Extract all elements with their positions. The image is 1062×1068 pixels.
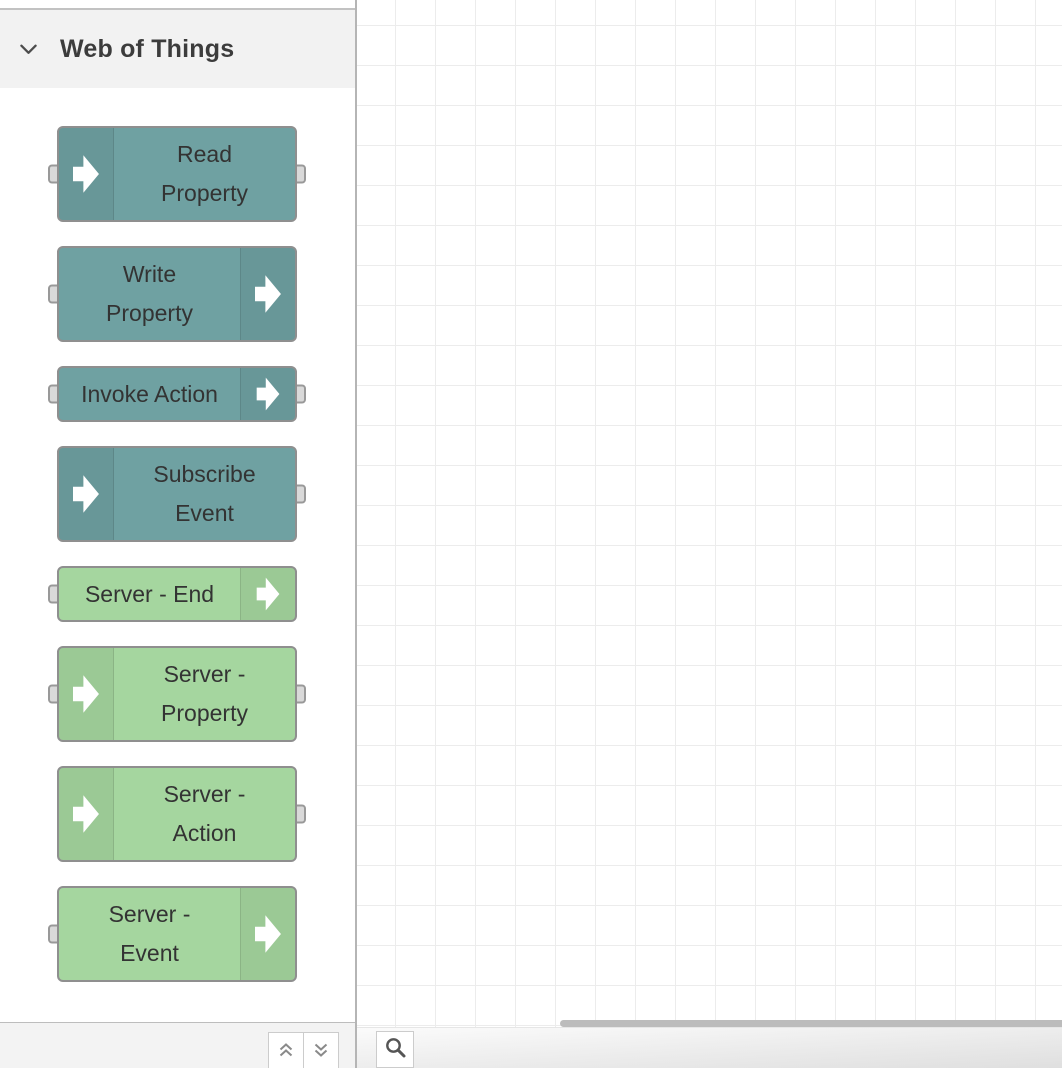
node-icon-area — [59, 128, 114, 220]
node-label-line: Server - — [163, 661, 246, 687]
node-label-line: Event — [175, 500, 234, 526]
palette-node-server-end[interactable]: Server - End — [48, 566, 297, 622]
node-label-line: Server - — [163, 781, 246, 807]
node-label-line: Server - — [108, 901, 191, 927]
arrow-right-icon — [72, 675, 99, 713]
palette-node-server-property[interactable]: Server - Property — [48, 646, 306, 742]
arrow-right-icon — [72, 155, 99, 193]
expand-all-button[interactable] — [303, 1032, 339, 1068]
palette-footer — [0, 1022, 355, 1068]
magnifier-icon — [384, 1036, 407, 1064]
node-label-line: Property — [161, 180, 248, 206]
node-icon-area — [240, 368, 295, 420]
node-body: Server - End — [57, 566, 297, 622]
chevron-down-icon — [20, 44, 37, 55]
palette-node-server-event[interactable]: Server - Event — [48, 886, 297, 982]
node-label-line: Action — [172, 820, 237, 846]
palette-footer-buttons — [268, 1032, 339, 1068]
node-icon-area — [59, 768, 114, 860]
arrow-right-icon — [256, 577, 279, 611]
arrow-right-icon — [72, 475, 99, 513]
node-label-line: Invoke Action — [81, 380, 218, 407]
palette-top-strip — [0, 0, 355, 10]
node-label-line: Property — [161, 700, 248, 726]
category-label: Web of Things — [60, 34, 235, 63]
node-icon-area — [240, 568, 295, 620]
node-icon-area — [59, 648, 114, 740]
canvas-footer — [357, 1027, 1062, 1068]
node-body: Server - Action — [57, 766, 297, 862]
node-body: Invoke Action — [57, 366, 297, 422]
node-label: Server - End — [59, 568, 240, 620]
node-label: Server - Event — [59, 888, 240, 980]
palette-node-server-action[interactable]: Server - Action — [57, 766, 306, 862]
arrow-right-icon — [254, 915, 281, 953]
node-label-line: Subscribe — [153, 461, 256, 487]
horizontal-scrollbar-thumb[interactable] — [560, 1020, 1062, 1027]
node-label-line: Write — [122, 261, 177, 287]
node-icon-area — [59, 448, 114, 540]
node-label: Server - Property — [114, 648, 295, 740]
node-label: Invoke Action — [59, 368, 240, 420]
palette-category-web-of-things[interactable]: Web of Things — [0, 10, 355, 88]
node-label-line: Read — [177, 141, 232, 167]
canvas-search-button[interactable] — [376, 1031, 414, 1068]
palette-node-invoke-action[interactable]: Invoke Action — [48, 366, 306, 422]
double-chevron-up-icon — [276, 1040, 296, 1065]
arrow-right-icon — [254, 275, 281, 313]
node-icon-area — [240, 248, 295, 340]
palette-canvas-divider[interactable] — [355, 0, 357, 1068]
node-label: Server - Action — [114, 768, 295, 860]
arrow-right-icon — [72, 795, 99, 833]
arrow-right-icon — [256, 377, 279, 411]
node-label-line: Server - End — [84, 580, 215, 607]
node-label-line: Event — [120, 940, 179, 966]
flow-canvas[interactable] — [357, 0, 1062, 1068]
node-body: Server - Property — [57, 646, 297, 742]
node-label-line: Property — [106, 300, 193, 326]
double-chevron-down-icon — [311, 1040, 331, 1065]
node-body: Server - Event — [57, 886, 297, 982]
collapse-all-button[interactable] — [268, 1032, 304, 1068]
node-icon-area — [240, 888, 295, 980]
